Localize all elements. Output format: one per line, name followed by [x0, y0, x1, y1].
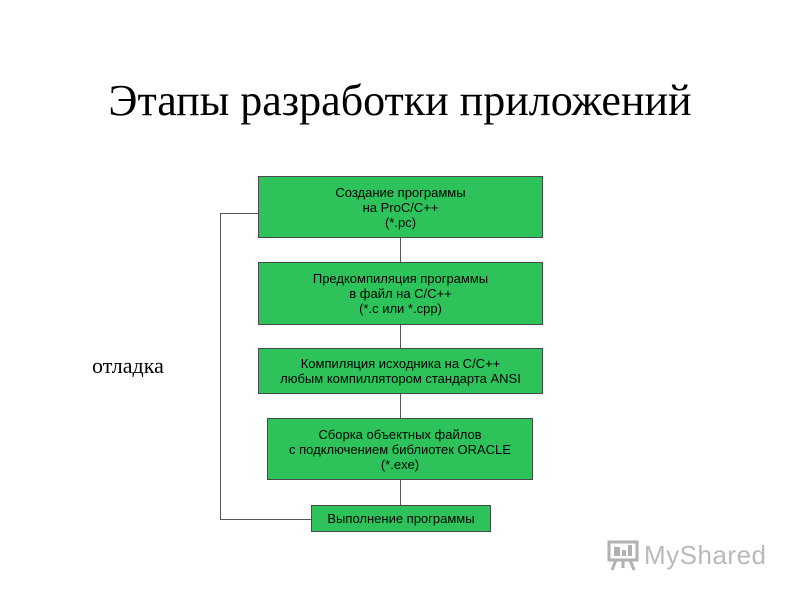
- loop-line-bottom: [220, 519, 311, 520]
- step-text: Сборка объектных файлов: [318, 426, 482, 442]
- connector-line: [400, 394, 401, 418]
- presentation-board-icon: [607, 540, 639, 571]
- step-text: (*.c или *.cpp): [359, 301, 442, 316]
- step-text: Создание программы: [335, 184, 466, 200]
- step-text: любым компиллятором стандарта ANSI: [280, 371, 521, 386]
- step-text: в файл на C/C++: [349, 286, 452, 301]
- site-logo: MyShared: [606, 538, 767, 572]
- step-text: (*.pc): [384, 214, 417, 230]
- step-text: на ProC/C++: [362, 199, 439, 215]
- step-box-create-program: Создание программы на ProC/C++ (*.pc): [258, 176, 543, 238]
- step-box-link: Сборка объектных файлов с подключением б…: [267, 418, 533, 480]
- connector-line: [400, 238, 401, 262]
- step-text: с подключением библиотек ORACLE: [289, 441, 511, 457]
- loop-line-top: [220, 213, 258, 214]
- step-text: Выполнение программы: [327, 511, 475, 526]
- connector-line: [400, 325, 401, 348]
- step-text: Компиляция исходника на C/C++: [300, 356, 501, 371]
- slide-title: Этапы разработки приложений: [108, 76, 692, 125]
- step-box-compile: Компиляция исходника на C/C++ любым комп…: [258, 348, 543, 394]
- loop-line-left: [220, 213, 221, 519]
- step-text: Предкомпиляция программы: [312, 271, 489, 286]
- debug-label: отладка: [92, 353, 164, 378]
- logo-text: MyShared: [644, 539, 767, 570]
- step-box-precompile: Предкомпиляция программы в файл на C/C++…: [258, 262, 543, 325]
- step-text: (*.exe): [380, 456, 420, 472]
- connector-line: [400, 480, 401, 505]
- step-box-execute: Выполнение программы: [311, 505, 491, 532]
